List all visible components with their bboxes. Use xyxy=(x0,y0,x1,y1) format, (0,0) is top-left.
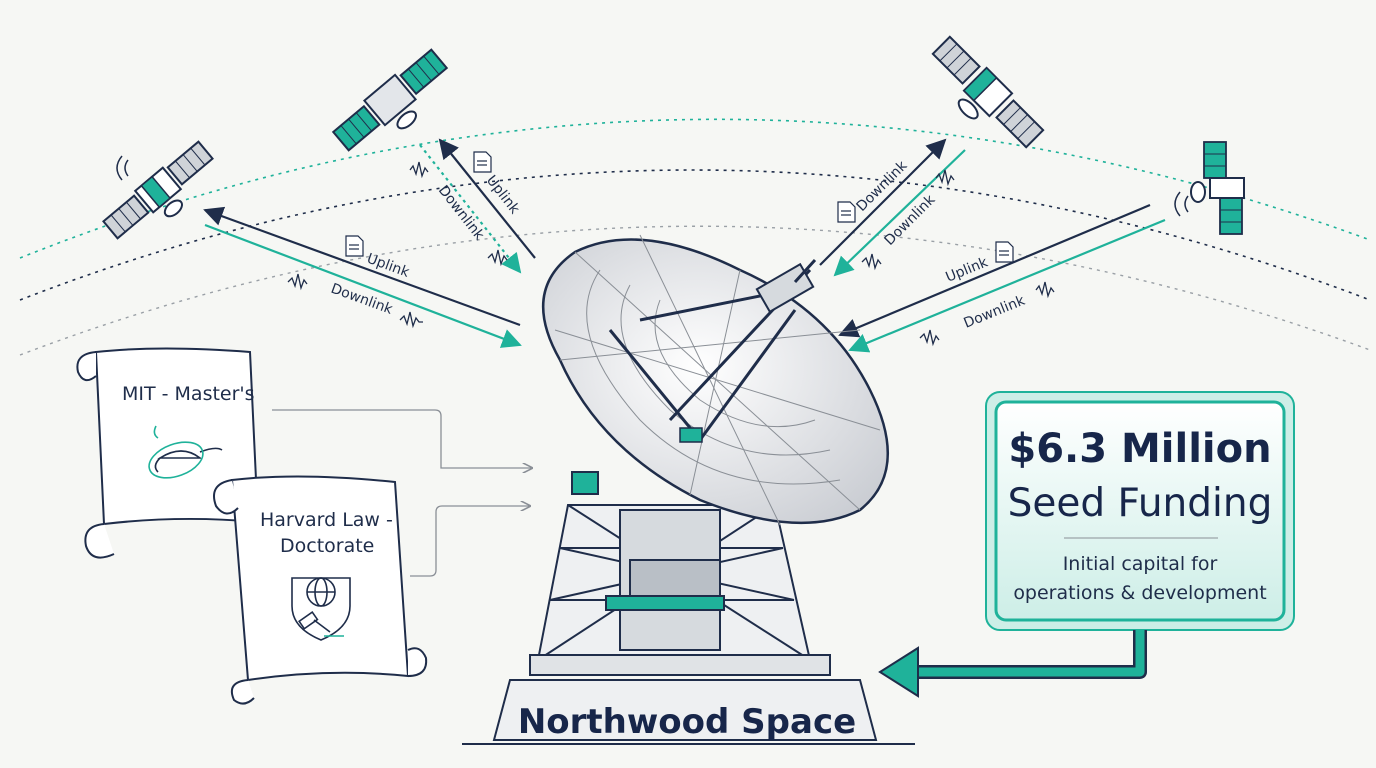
harvard-diploma-scroll: Harvard Law - Doctorate xyxy=(213,475,428,705)
downlink-arrow-2 xyxy=(419,144,522,274)
document-icon xyxy=(473,151,492,173)
funding-description-line1: Initial capital for xyxy=(1063,553,1218,575)
orbit-arc-middle xyxy=(19,169,1371,301)
satellite-2-icon xyxy=(331,48,449,152)
waveform-icon xyxy=(287,273,308,291)
document-icon xyxy=(345,235,364,257)
uplink-arrow-1 xyxy=(203,206,521,327)
funding-arrow xyxy=(878,630,1147,698)
downlink-label-4: Downlink xyxy=(882,191,940,249)
waveform-icon xyxy=(919,329,940,347)
waveform-icon xyxy=(399,311,423,329)
credential-connectors xyxy=(272,409,532,577)
uplink-arrow-2 xyxy=(438,138,536,259)
mit-diploma-scroll: MIT - Master's xyxy=(76,347,260,559)
scroll-curl-icon xyxy=(84,523,115,559)
satellite-dish-icon xyxy=(541,234,889,526)
downlink-label-1: Downlink xyxy=(329,281,396,318)
scroll-curl-icon xyxy=(213,479,239,515)
signal-waves-icon xyxy=(1174,191,1189,217)
document-icon xyxy=(837,201,856,223)
downlink-arrow-1 xyxy=(204,223,522,348)
shield-gavel-icon xyxy=(291,577,351,641)
waveform-icon xyxy=(1035,281,1055,299)
antenna-tower-icon xyxy=(529,471,831,676)
lamp-icon xyxy=(148,425,223,479)
company-plaque: Northwood Space xyxy=(462,679,915,745)
uplink-arrow-4 xyxy=(838,203,1151,338)
mit-credential-label: MIT - Master's xyxy=(122,383,255,405)
waveform-icon xyxy=(861,253,882,271)
waveform-icon xyxy=(935,169,955,187)
funding-description-line2: operations & development xyxy=(1013,582,1266,604)
downlink-arrow-3 xyxy=(819,138,947,266)
waveform-icon xyxy=(487,249,508,267)
harvard-credential-label-line1: Harvard Law - xyxy=(260,509,393,531)
document-icon xyxy=(995,241,1014,263)
orbit-arc-inner xyxy=(19,225,1371,356)
waveform-icon xyxy=(409,161,429,179)
scroll-curl-icon xyxy=(230,679,255,705)
orbit-arc-outer xyxy=(19,118,1371,259)
downlink-arrow-4 xyxy=(848,218,1166,353)
satellite-4-icon xyxy=(1190,141,1245,235)
satellite-3-icon xyxy=(931,35,1045,149)
satellite-1-icon xyxy=(102,140,214,240)
downlink-label-5: Downlink xyxy=(962,292,1029,331)
signal-waves-icon xyxy=(116,155,129,181)
funding-callout: $6.3 Million Seed Funding Initial capita… xyxy=(985,391,1295,631)
waveforms xyxy=(287,161,1055,347)
harvard-credential-label-line2: Doctorate xyxy=(280,535,374,557)
company-name: Northwood Space xyxy=(518,702,856,742)
funding-amount: $6.3 Million xyxy=(1008,426,1271,472)
funding-label: Seed Funding xyxy=(1008,481,1273,526)
orbit-arcs xyxy=(19,118,1371,356)
link-arrows xyxy=(203,138,1166,353)
downlink-label-3: Downlink xyxy=(854,157,912,215)
downlink-label-2: Downlink xyxy=(435,183,488,244)
uplink-arrow-3 xyxy=(833,149,966,277)
scroll-curl-icon xyxy=(407,647,428,677)
scroll-curl-icon xyxy=(76,351,97,382)
